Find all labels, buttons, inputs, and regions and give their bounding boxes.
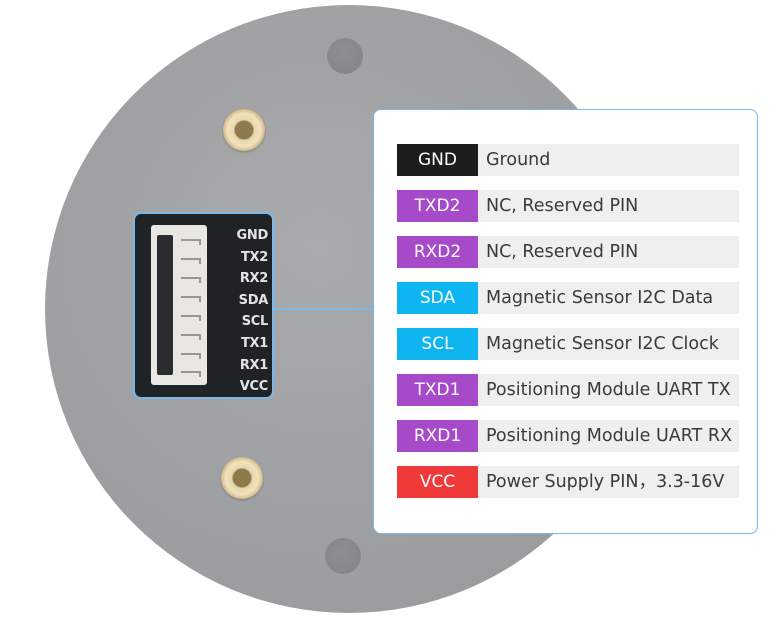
legend-row-gnd: GND Ground: [397, 144, 739, 176]
pin-tag: RXD2: [397, 236, 478, 268]
legend-row-rxd1: RXD1 Positioning Module UART RX: [397, 420, 739, 452]
pin-tag: GND: [397, 144, 478, 176]
pin-description: NC, Reserved PIN: [478, 236, 739, 268]
connector-pin: [181, 371, 201, 377]
pin-description: Positioning Module UART RX: [478, 420, 739, 452]
connector-pin: [181, 353, 201, 359]
pin-label-gnd: GND: [236, 228, 269, 243]
pin-description: Magnetic Sensor I2C Clock: [478, 328, 739, 360]
mounting-hole-top: [327, 38, 363, 74]
connector-slot: [157, 235, 173, 375]
brass-standoff-bottom: [221, 457, 263, 499]
pin-tag: SCL: [397, 328, 478, 360]
connector-callout: GND TX2 RX2 SDA SCL TX1 RX1 VCC: [133, 212, 274, 399]
pin-label-list: GND TX2 RX2 SDA SCL TX1 RX1 VCC: [220, 225, 269, 398]
connector-pin: [181, 239, 201, 245]
legend-row-txd1: TXD1 Positioning Module UART TX: [397, 374, 739, 406]
pin-label-tx2: TX2: [240, 249, 268, 265]
pin-label-rx2: RX2: [239, 271, 268, 287]
pin-description: NC, Reserved PIN: [478, 190, 739, 222]
pin-label-sda: SDA: [238, 292, 269, 308]
legend-row-rxd2: RXD2 NC, Reserved PIN: [397, 236, 739, 268]
pin-label-tx1: TX1: [240, 335, 268, 351]
pin-tag: SDA: [397, 282, 478, 314]
brass-standoff-top: [223, 109, 265, 151]
legend-row-scl: SCL Magnetic Sensor I2C Clock: [397, 328, 739, 360]
pin-description: Positioning Module UART TX: [478, 374, 739, 406]
pin-tag: VCC: [397, 466, 478, 498]
pin-label-vcc: VCC: [239, 379, 269, 395]
pin-label-scl: SCL: [241, 314, 269, 330]
pin-tag: TXD1: [397, 374, 478, 406]
pin-tag: TXD2: [397, 190, 478, 222]
legend-row-sda: SDA Magnetic Sensor I2C Data: [397, 282, 739, 314]
pin-legend-panel: GND Ground TXD2 NC, Reserved PIN RXD2 NC…: [373, 109, 758, 534]
legend-row-txd2: TXD2 NC, Reserved PIN: [397, 190, 739, 222]
pin-description: Ground: [478, 144, 739, 176]
connector-pin: [181, 277, 201, 283]
connector-pin: [181, 315, 201, 321]
pin-description: Power Supply PIN，3.3-16V: [478, 466, 739, 498]
pin-label-rx1: RX1: [239, 357, 268, 373]
callout-leader-line: [274, 308, 374, 310]
connector-pin: [181, 258, 201, 264]
connector-pin: [181, 334, 201, 340]
pin-tag: RXD1: [397, 420, 478, 452]
mounting-hole-bottom: [325, 538, 361, 574]
connector-pin: [181, 296, 201, 302]
legend-row-vcc: VCC Power Supply PIN，3.3-16V: [397, 466, 739, 498]
pin-description: Magnetic Sensor I2C Data: [478, 282, 739, 314]
pin-connector: [151, 225, 207, 385]
